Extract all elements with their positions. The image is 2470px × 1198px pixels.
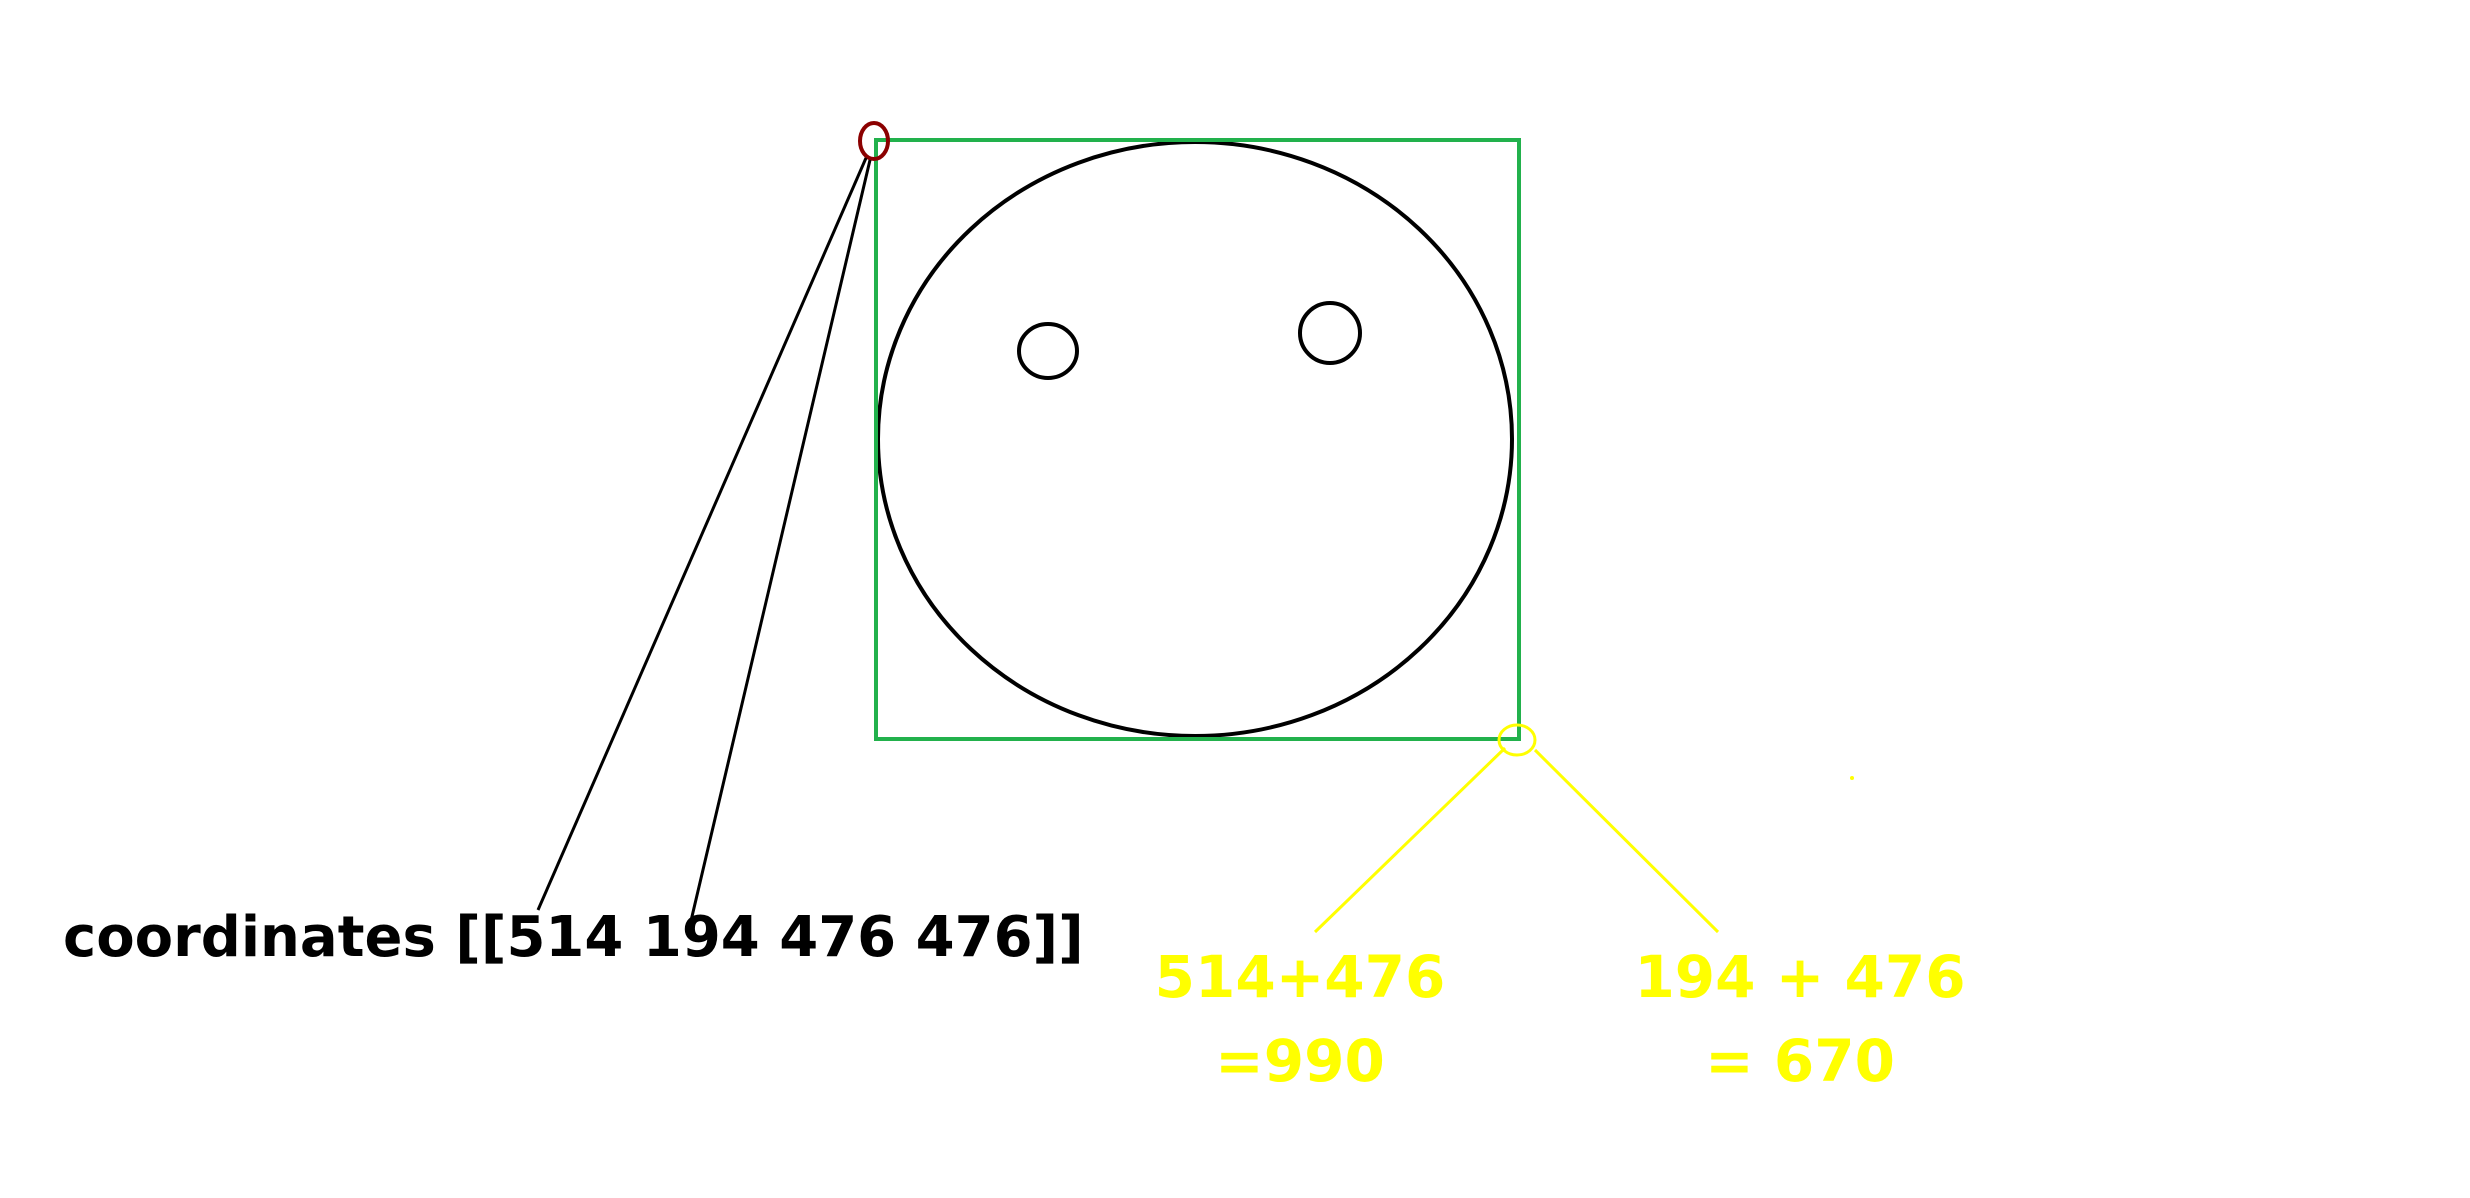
- pointer-line-right: [688, 159, 872, 926]
- face-circle: [876, 140, 1514, 738]
- x-sum-block: 514+476 =990: [1100, 935, 1500, 1103]
- stray-dot: [1850, 776, 1854, 780]
- pointer-line-x-sum: [1313, 746, 1507, 934]
- top-left-marker: [858, 121, 890, 161]
- right-eye-circle: [1298, 301, 1362, 365]
- y-sum-result: = 670: [1705, 1027, 1895, 1095]
- coordinates-label: coordinates [[514 194 476 476]]: [63, 905, 1084, 970]
- y-sum-expression: 194 + 476: [1634, 943, 1966, 1011]
- x-sum-result: =990: [1215, 1027, 1385, 1095]
- pointer-line-y-sum: [1533, 748, 1720, 934]
- pointer-line-left: [536, 157, 868, 911]
- left-eye-circle: [1017, 322, 1079, 380]
- bottom-right-marker: [1497, 723, 1537, 757]
- bounding-box: [874, 138, 1521, 741]
- y-sum-block: 194 + 476 = 670: [1580, 935, 2020, 1103]
- x-sum-expression: 514+476: [1154, 943, 1446, 1011]
